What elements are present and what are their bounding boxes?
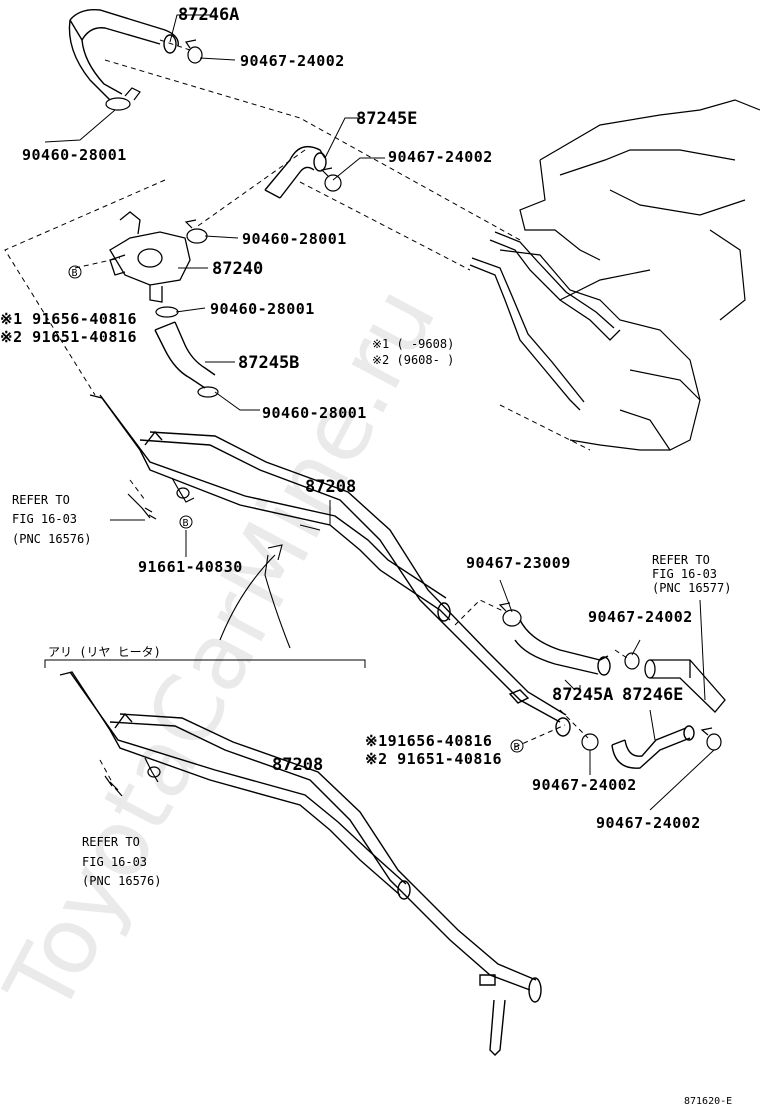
label-clip-right: 90467-23009	[466, 554, 571, 572]
refer-left-line1: REFER TO	[12, 493, 70, 507]
label-87240: 87240	[212, 259, 263, 279]
label-variant-left-1: ※1 91656-40816	[0, 310, 137, 328]
clamp-top-left	[105, 87, 141, 111]
label-clip-mid: 90467-24002	[388, 148, 493, 166]
hose-87245b	[154, 321, 216, 389]
refer-left-line2: FIG 16-03	[12, 512, 77, 526]
reference-arrow	[219, 544, 291, 649]
label-clamp-valve-low: 90460-28001	[210, 300, 315, 318]
hose-87245a	[514, 619, 611, 676]
label-clip-bottom-mid: 90467-24002	[532, 776, 637, 794]
label-clip-bottom-right: 90467-24002	[596, 814, 701, 832]
engine-heater-pipes	[469, 231, 621, 411]
clamp-lower	[197, 386, 219, 398]
clip-right2	[624, 652, 640, 670]
clip-mid	[320, 167, 342, 192]
refer-lower-line3: (PNC 16576)	[82, 874, 161, 888]
label-clamp-lower: 90460-28001	[262, 404, 367, 422]
bolt-marker-center: B	[179, 515, 193, 529]
bolt-marker-left-label: B	[72, 268, 78, 279]
clamp-valve-low	[155, 306, 179, 318]
bolt-marker-center-label: B	[183, 518, 189, 529]
label-clamp-mid: 90460-28001	[242, 230, 347, 248]
label-variant-date-1: ※1 ( -9608)	[372, 337, 454, 351]
label-clamp-top-left: 90460-28001	[22, 146, 127, 164]
bracket-lower	[104, 757, 161, 797]
refer-right-line2: FIG 16-03	[652, 567, 717, 581]
bracket-upper	[127, 477, 195, 520]
label-lower-group: アリ (リヤ ヒータ)	[48, 645, 161, 659]
refer-right-line1: REFER TO	[652, 553, 710, 567]
clip-bottom-right	[700, 727, 722, 751]
label-bolt-main: 91661-40830	[138, 558, 243, 576]
label-clip-top: 90467-24002	[240, 52, 345, 70]
refer-right-line3: (PNC 16577)	[652, 581, 731, 595]
refer-lower-line2: FIG 16-03	[82, 855, 147, 869]
hose-87246a	[68, 9, 179, 101]
refer-lower-line1: REFER TO	[82, 835, 140, 849]
valve-87240	[109, 211, 191, 303]
hose-87245e	[264, 146, 327, 199]
bolt-marker-left: B	[68, 265, 82, 279]
figure-id: 871620-E	[684, 1096, 732, 1107]
label-87245e: 87245E	[356, 109, 417, 129]
label-87246e: 87246E	[622, 685, 683, 705]
clip-bottom-mid	[581, 733, 599, 751]
label-clip-right2: 90467-24002	[588, 608, 693, 626]
label-87245a: 87245A	[552, 685, 613, 705]
engine-block	[499, 99, 760, 451]
leader-lines	[44, 14, 715, 811]
pipe-87208-upper	[89, 394, 571, 737]
label-variant-right-1: ※191656-40816	[365, 732, 492, 750]
label-87208-lower: 87208	[272, 755, 323, 775]
clip-top	[185, 39, 203, 64]
pipe-right-ref	[644, 659, 726, 713]
label-variant-left-2: ※2 91651-40816	[0, 328, 137, 346]
pipe-87208-lower	[59, 671, 542, 1056]
hose-87246e	[611, 725, 695, 769]
label-variant-right-2: ※2 91651-40816	[365, 750, 502, 768]
clip-right	[498, 602, 522, 627]
bolt-marker-right: B	[510, 739, 524, 753]
clamp-mid	[184, 219, 208, 244]
label-variant-date-2: ※2 (9608- )	[372, 353, 454, 367]
refer-left-line3: (PNC 16576)	[12, 532, 91, 546]
label-87245b: 87245B	[238, 353, 299, 373]
label-87208-upper: 87208	[305, 477, 356, 497]
label-87246a: 87246A	[178, 5, 239, 25]
bolt-marker-right-label: B	[514, 742, 520, 753]
lower-group-bracket	[44, 659, 366, 668]
